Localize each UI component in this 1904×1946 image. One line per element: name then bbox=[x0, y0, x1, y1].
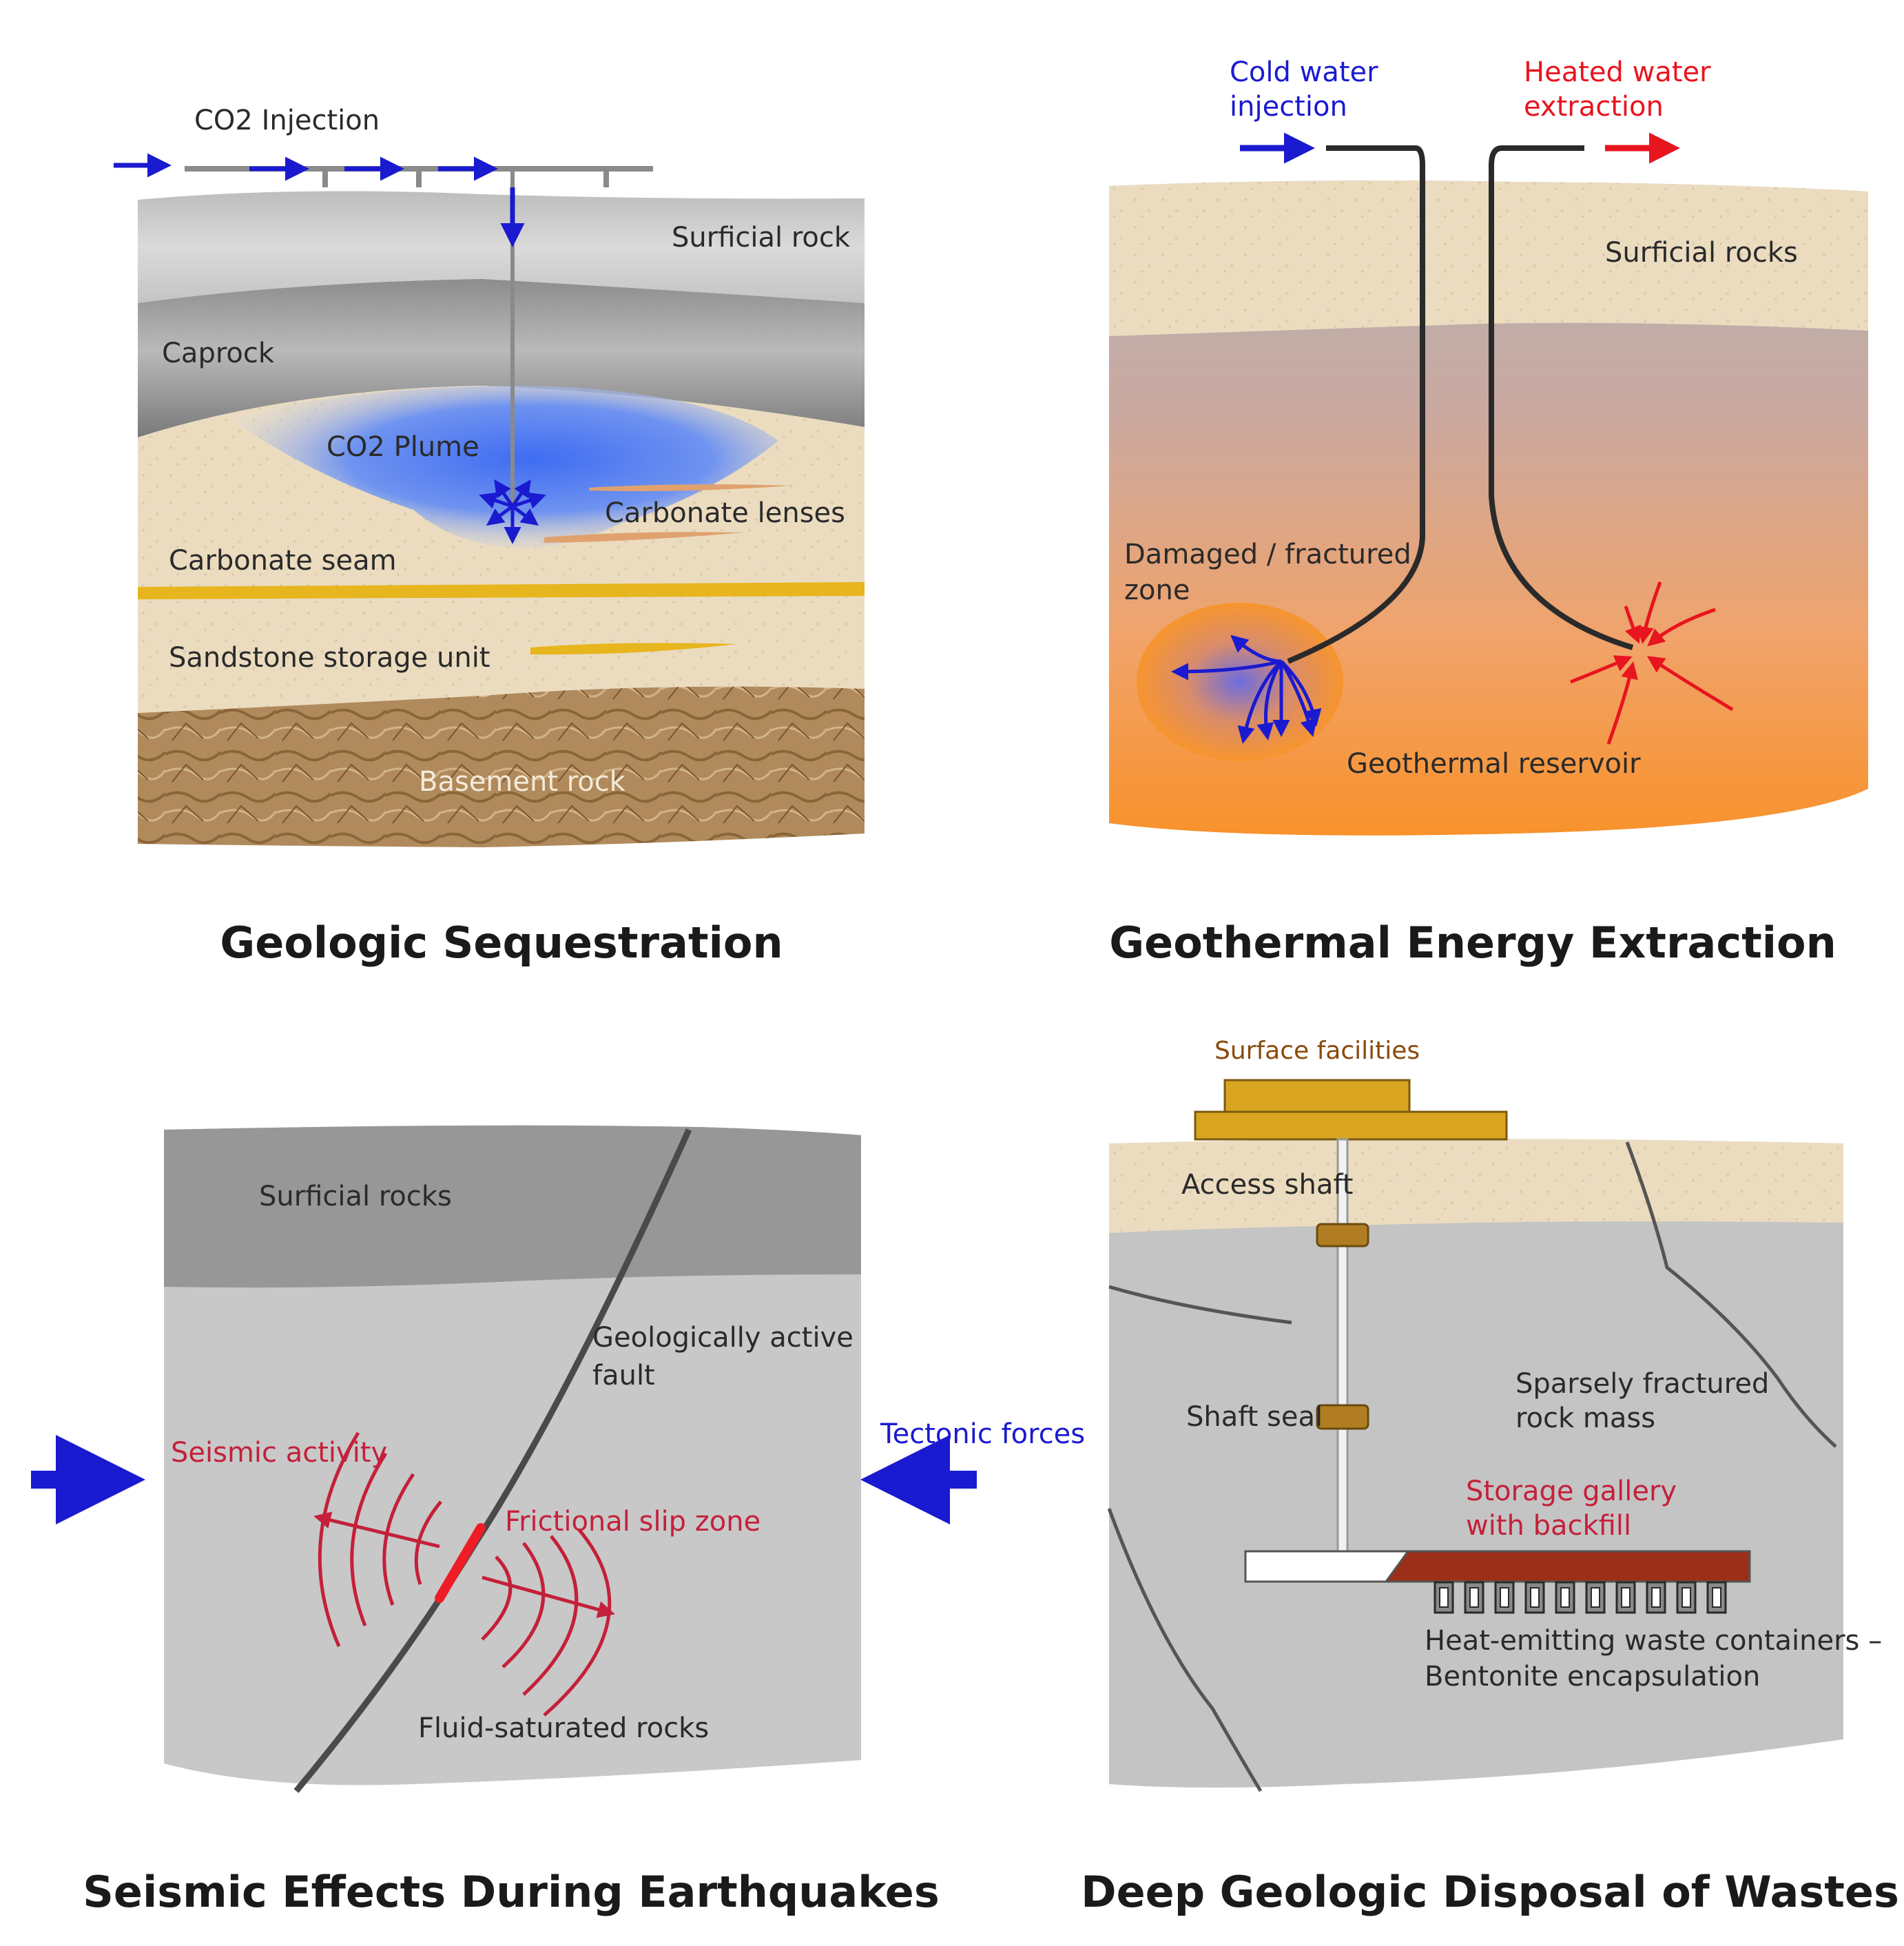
damaged-fractured-zone bbox=[1137, 603, 1343, 761]
access-shaft-label: Access shaft bbox=[1181, 1169, 1353, 1201]
surface-facilities-label: Surface facilities bbox=[1214, 1037, 1420, 1065]
storage-gallery-label-line2: with backfill bbox=[1466, 1510, 1631, 1542]
heated-water-label-line1: Heated water bbox=[1524, 56, 1711, 88]
seismic-activity-label: Seismic activity bbox=[171, 1437, 387, 1469]
shaft-seal bbox=[1316, 1404, 1369, 1430]
panel-seismic-effects: Surficial rocks Geologically active faul… bbox=[31, 1125, 1085, 1917]
panel-geothermal-extraction: Cold water injection Heated water extrac… bbox=[1109, 56, 1868, 968]
caprock-layer bbox=[138, 279, 865, 437]
co2-injection-label: CO2 Injection bbox=[194, 105, 380, 136]
rock-fractures bbox=[1107, 1141, 1837, 1792]
fault-label-line2: fault bbox=[592, 1360, 655, 1391]
frictional-slip-zone-label: Frictional slip zone bbox=[505, 1506, 760, 1538]
surface-soil-layer bbox=[1109, 1139, 1843, 1233]
geothermal-reservoir-label: Geothermal reservoir bbox=[1347, 748, 1641, 780]
cold-water-label-line1: Cold water bbox=[1230, 56, 1378, 88]
panel-title: Seismic Effects During Earthquakes bbox=[83, 1867, 940, 1917]
shaft-seal-label: Shaft seal bbox=[1186, 1401, 1323, 1433]
panel-title: Geologic Sequestration bbox=[220, 918, 783, 968]
access-shaft bbox=[1336, 1138, 1349, 1554]
surficial-rocks-layer bbox=[164, 1125, 861, 1288]
cold-water-label-line2: injection bbox=[1230, 91, 1347, 123]
heated-water-label-line2: extraction bbox=[1524, 91, 1664, 123]
tectonic-forces-label: Tectonic forces bbox=[880, 1418, 1085, 1450]
carbonate-lenses-label: Carbonate lenses bbox=[605, 497, 845, 529]
carbonate-seam bbox=[138, 582, 865, 599]
damaged-zone-label-line1: Damaged / fractured bbox=[1124, 539, 1411, 570]
dispersal-arrows-icon bbox=[479, 479, 546, 544]
co2-plume bbox=[227, 386, 778, 548]
rock-mass-body bbox=[1109, 1139, 1843, 1788]
seismic-waves-icon bbox=[481, 1528, 615, 1717]
surficial-rocks-label: Surficial rocks bbox=[1605, 237, 1798, 269]
fractured-mass-label-line1: Sparsely fractured bbox=[1515, 1368, 1769, 1400]
caprock-label: Caprock bbox=[162, 338, 275, 369]
carbonate-seam-label: Carbonate seam bbox=[169, 545, 397, 577]
damaged-zone-label-line2: zone bbox=[1124, 575, 1190, 606]
carbonate-lens bbox=[530, 643, 737, 655]
carbonate-lens bbox=[544, 532, 744, 543]
co2-plume-label: CO2 Plume bbox=[327, 431, 479, 463]
carbonate-lens bbox=[589, 484, 792, 492]
containers-label-line2: Bentonite encapsulation bbox=[1425, 1661, 1760, 1693]
surface-facility-base bbox=[1194, 1110, 1508, 1141]
surficial-rock-label: Surficial rock bbox=[672, 222, 851, 253]
waste-containers bbox=[1434, 1581, 1727, 1614]
panel-geologic-sequestration: CO2 Injection Surficial rock Caprock CO2… bbox=[114, 105, 865, 968]
surficial-rocks-label: Surficial rocks bbox=[259, 1181, 452, 1212]
storage-gallery-label-line1: Storage gallery bbox=[1466, 1476, 1677, 1507]
fluid-saturated-rocks-body bbox=[164, 1125, 861, 1785]
storage-gallery-backfill bbox=[1384, 1550, 1751, 1583]
panel-title: Geothermal Energy Extraction bbox=[1109, 918, 1836, 968]
fluid-saturated-label: Fluid-saturated rocks bbox=[418, 1712, 709, 1744]
seismic-waves-icon bbox=[313, 1431, 442, 1647]
injection-well bbox=[1287, 145, 1425, 664]
fault-label-line1: Geologically active bbox=[592, 1322, 853, 1354]
fractured-mass-label-line2: rock mass bbox=[1515, 1402, 1655, 1434]
sandstone-unit-label: Sandstone storage unit bbox=[169, 642, 490, 674]
fracture-flow-arrows-icon bbox=[1171, 634, 1322, 744]
heat-inflow-arrows-icon bbox=[1570, 581, 1734, 745]
frictional-slip-zone bbox=[435, 1523, 486, 1603]
shaft-seal bbox=[1316, 1223, 1369, 1248]
panel-title: Deep Geologic Disposal of Wastes bbox=[1081, 1867, 1899, 1917]
panel-deep-disposal: Surface facilities Access shaft Shaft se… bbox=[1081, 1037, 1899, 1917]
extraction-well bbox=[1489, 145, 1634, 650]
basement-rock-label: Basement rock bbox=[419, 766, 626, 798]
containers-label-line1: Heat-emitting waste containers – bbox=[1425, 1625, 1882, 1657]
basement-rock-layer bbox=[138, 686, 865, 847]
surface-facility-upper bbox=[1223, 1079, 1411, 1113]
storage-gallery-open bbox=[1244, 1550, 1409, 1583]
